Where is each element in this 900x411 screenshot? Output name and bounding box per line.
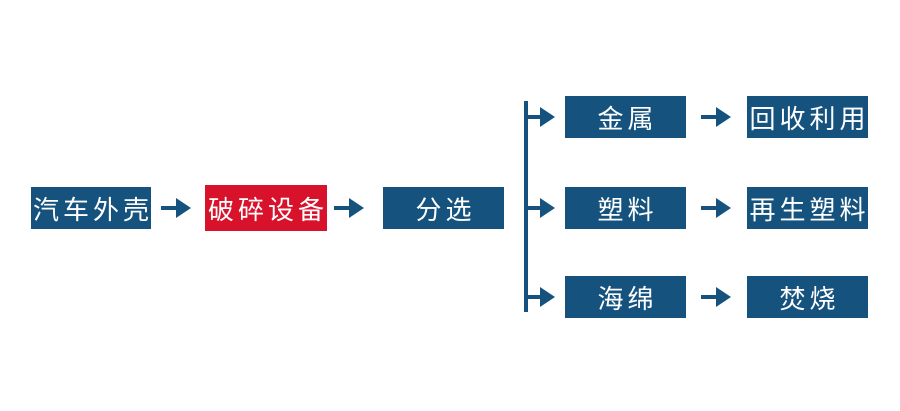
right-arrow-icon [701, 197, 731, 219]
right-arrow-icon [701, 106, 731, 128]
node-sorting: 分选 [383, 187, 504, 229]
node-incineration: 焚烧 [747, 276, 868, 318]
right-arrow-icon [525, 106, 555, 128]
node-car-shell: 汽车外壳 [31, 187, 151, 229]
right-arrow-icon [334, 197, 364, 219]
node-recycle-reuse: 回收利用 [747, 96, 868, 138]
node-plastic: 塑料 [565, 187, 686, 229]
node-sponge: 海绵 [565, 276, 686, 318]
right-arrow-icon [525, 286, 555, 308]
node-crusher-equipment: 破碎设备 [205, 185, 327, 231]
node-metal: 金属 [565, 96, 686, 138]
right-arrow-icon [525, 197, 555, 219]
right-arrow-icon [701, 286, 731, 308]
node-recycled-plastic: 再生塑料 [747, 187, 868, 229]
right-arrow-icon [161, 197, 191, 219]
